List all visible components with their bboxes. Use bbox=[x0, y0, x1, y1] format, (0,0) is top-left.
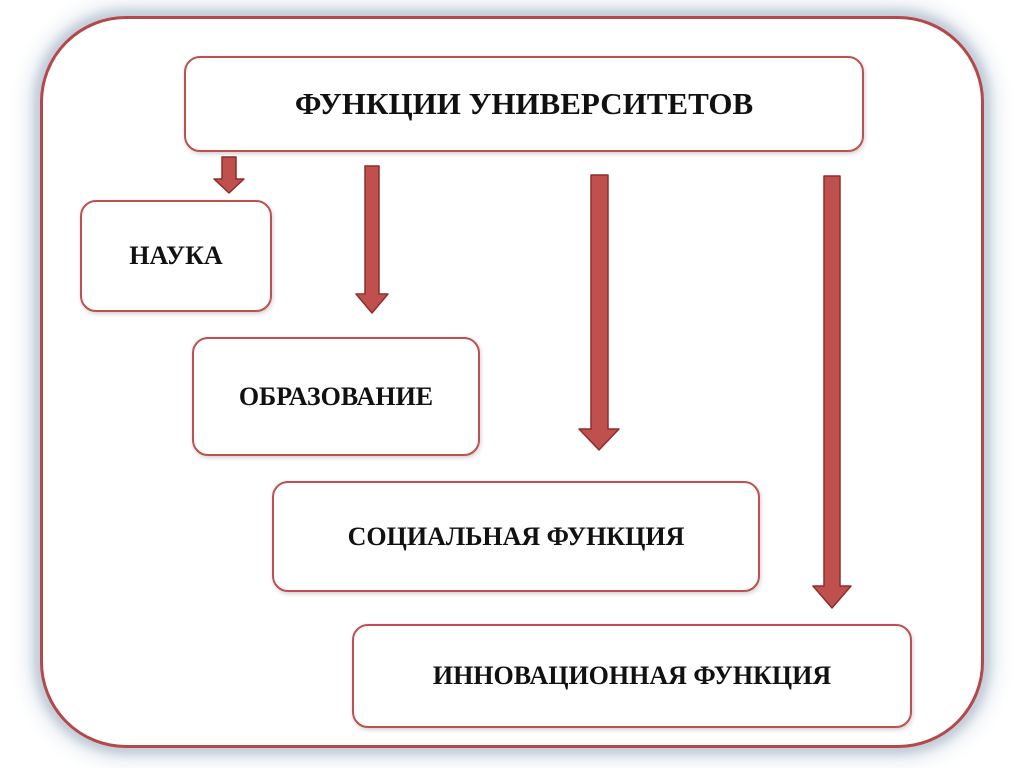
function-box-obrazovanie: ОБРАЗОВАНИЕ bbox=[192, 337, 480, 456]
function-box-innovacionnaya: ИННОВАЦИОННАЯ ФУНКЦИЯ bbox=[352, 624, 912, 728]
function-label: НАУКА bbox=[129, 241, 223, 270]
function-box-nauka: НАУКА bbox=[80, 200, 272, 312]
function-label: ОБРАЗОВАНИЕ bbox=[238, 381, 434, 411]
function-label: СОЦИАЛЬНАЯ ФУНКЦИЯ bbox=[347, 521, 685, 551]
function-label: ИННОВАЦИОННАЯ ФУНКЦИЯ bbox=[432, 661, 832, 690]
title-box: ФУНКЦИИ УНИВЕРСИТЕТОВ bbox=[184, 56, 864, 152]
title-text: ФУНКЦИИ УНИВЕРСИТЕТОВ bbox=[294, 86, 754, 121]
function-box-socialnaya: СОЦИАЛЬНАЯ ФУНКЦИЯ bbox=[272, 481, 760, 592]
